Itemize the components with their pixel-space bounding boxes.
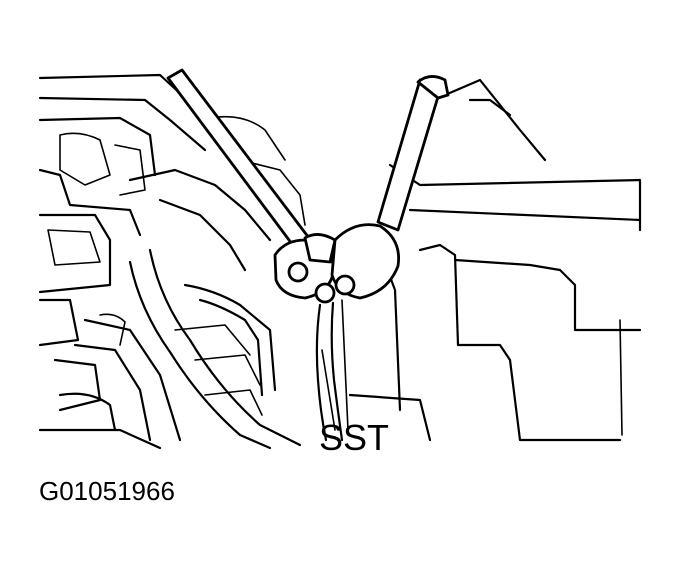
figure-id-label: G01051966 bbox=[39, 476, 175, 506]
body-panel-right bbox=[348, 78, 642, 442]
engine-component-lower-left bbox=[38, 298, 263, 450]
sst-wrench bbox=[303, 75, 450, 304]
sst-callout-label: SST bbox=[319, 417, 390, 458]
callout-leader-lines bbox=[321, 299, 349, 431]
hose-lines bbox=[73, 248, 302, 450]
wrench-left bbox=[166, 68, 336, 300]
fluid-line bbox=[315, 301, 344, 442]
